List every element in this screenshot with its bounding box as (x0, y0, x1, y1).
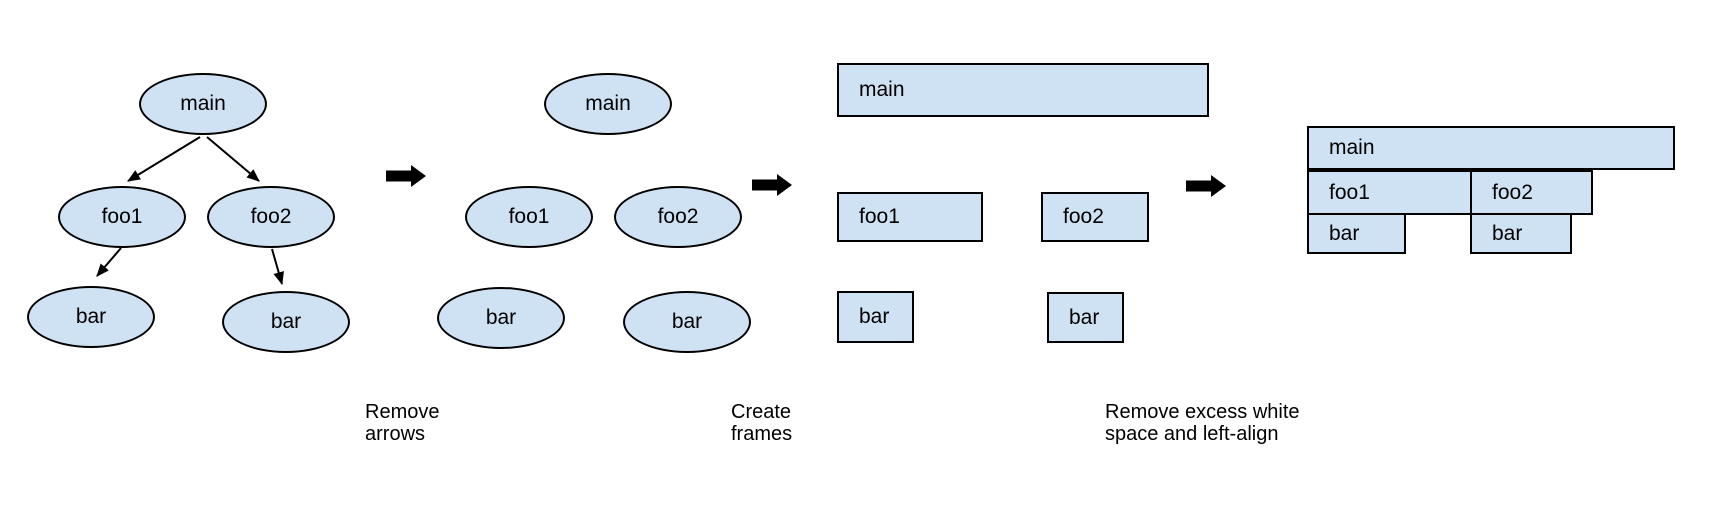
stage4-frame-foo1: foo1 (1307, 170, 1472, 215)
transition-arrow-create-frames (752, 174, 792, 196)
caption-line: Remove (365, 401, 440, 423)
tree-arrow-main-foo1 (127, 136, 201, 182)
caption-line: frames (731, 423, 793, 445)
caption-remove-arrows: Remove arrows (365, 401, 439, 445)
caption-line: Remove excess white (1105, 401, 1300, 423)
caption-line: Create (731, 401, 792, 423)
stage3-frame-foo1: foo1 (837, 192, 983, 242)
caption-line: space and left-align (1105, 423, 1279, 445)
stage4-frame-main: main (1307, 126, 1675, 170)
stage1-ellipse-foo1: foo1 (58, 186, 186, 248)
stage3-frame-main: main (837, 63, 1209, 117)
stage3-frame-bar-right: bar (1047, 292, 1124, 343)
stage2-ellipse-foo1: foo1 (465, 186, 593, 248)
stage1-ellipse-main: main (139, 73, 267, 135)
caption-line: arrows (365, 423, 426, 445)
stage4-frame-bar-left: bar (1307, 213, 1406, 254)
stage4-frame-bar-right: bar (1470, 213, 1572, 254)
transition-arrow-compact (1186, 175, 1226, 197)
stage2-ellipse-bar-right: bar (623, 291, 751, 353)
stage1-ellipse-bar-left: bar (27, 286, 155, 348)
tree-arrow-foo2-bar (271, 248, 284, 286)
tree-arrow-main-foo2 (206, 136, 260, 182)
tree-arrow-foo1-bar (96, 247, 122, 277)
stage3-frame-bar-left: bar (837, 291, 914, 343)
stage2-ellipse-foo2: foo2 (614, 186, 742, 248)
stage1-ellipse-foo2: foo2 (207, 186, 335, 248)
transition-arrow-remove-arrows (386, 165, 426, 187)
stage1-ellipse-bar-right: bar (222, 291, 350, 353)
stage3-frame-foo2: foo2 (1041, 192, 1149, 242)
stage2-ellipse-bar-left: bar (437, 287, 565, 349)
stage2-ellipse-main: main (544, 73, 672, 135)
stage4-frame-foo2: foo2 (1470, 170, 1593, 215)
caption-remove-whitespace: Remove excess white space and left-align (1105, 401, 1300, 445)
caption-create-frames: Create frames (731, 401, 792, 445)
